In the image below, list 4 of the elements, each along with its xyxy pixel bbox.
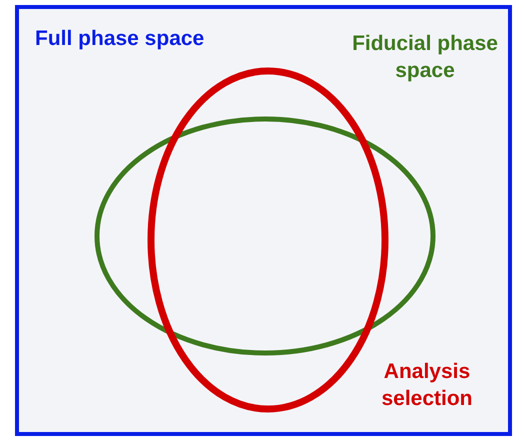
phase-space-frame	[15, 5, 512, 436]
region-label: Fiducial phase space	[352, 31, 498, 84]
region-label: Full phase space	[35, 26, 204, 52]
region-label: Analysis selection	[380, 359, 474, 412]
